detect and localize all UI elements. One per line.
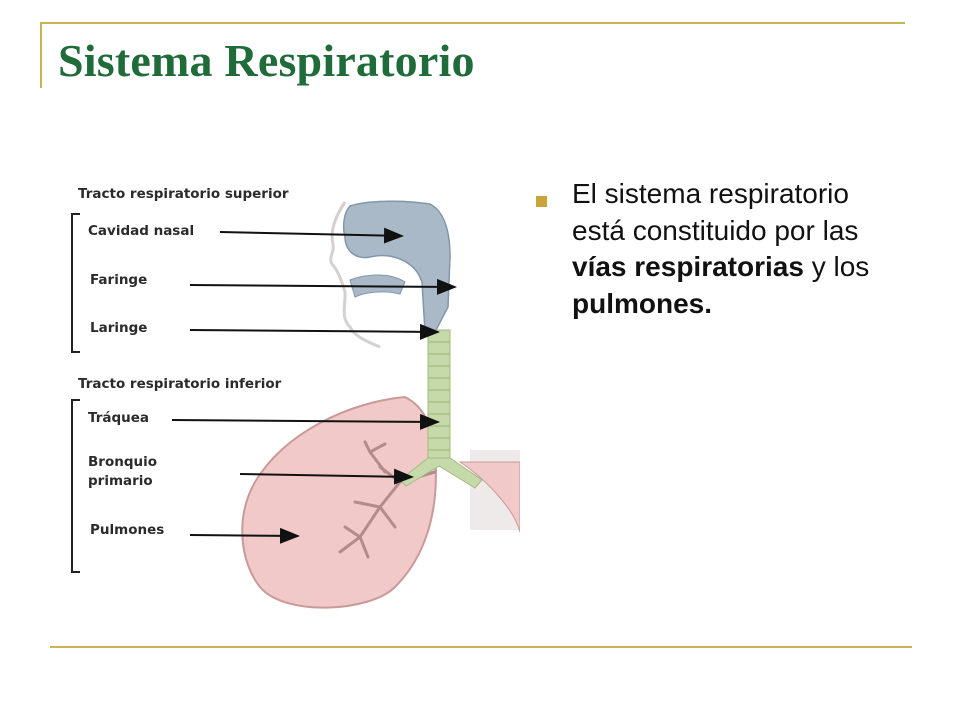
label-trachea: Tráquea (88, 410, 149, 426)
nasal-cavity-shape (342, 200, 451, 333)
slide-title: Sistema Respiratorio (58, 35, 475, 86)
label-larynx: Laringe (90, 320, 147, 336)
label-nasal-cavity: Cavidad nasal (88, 223, 194, 239)
frame-line-bottom (50, 646, 912, 648)
label-bronchus-line2: primario (88, 473, 153, 489)
label-lungs: Pulmones (90, 522, 164, 538)
label-bronchus-line1: Bronquio (88, 454, 157, 470)
lung-shape-right (458, 461, 520, 533)
bracket-lower (71, 399, 80, 573)
frame-line-top (40, 22, 905, 24)
bracket-upper (71, 213, 80, 353)
bullet-text: El sistema respiratorio está constituido… (572, 176, 896, 322)
trachea-shape (427, 329, 451, 461)
bullet-bold-lungs: pulmones. (572, 287, 713, 319)
face-profile (329, 201, 381, 349)
label-upper-tract: Tracto respiratorio superior (78, 186, 289, 202)
label-pharynx: Faringe (90, 272, 147, 288)
bullet-square-icon (536, 196, 547, 207)
bullet-item: El sistema respiratorio está constituido… (536, 176, 896, 322)
bullet-bold-airways: vías respiratorias (572, 251, 804, 282)
frame-line-left (40, 22, 42, 88)
bullet-text-part-1: El sistema respiratorio está constituido… (572, 178, 859, 246)
label-lower-tract: Tracto respiratorio inferior (78, 376, 282, 392)
bullet-text-part-2: y los (803, 251, 870, 282)
respiratory-diagram: Tracto respiratorio superior Cavidad nas… (50, 132, 520, 620)
pointer-arrows (171, 227, 457, 544)
